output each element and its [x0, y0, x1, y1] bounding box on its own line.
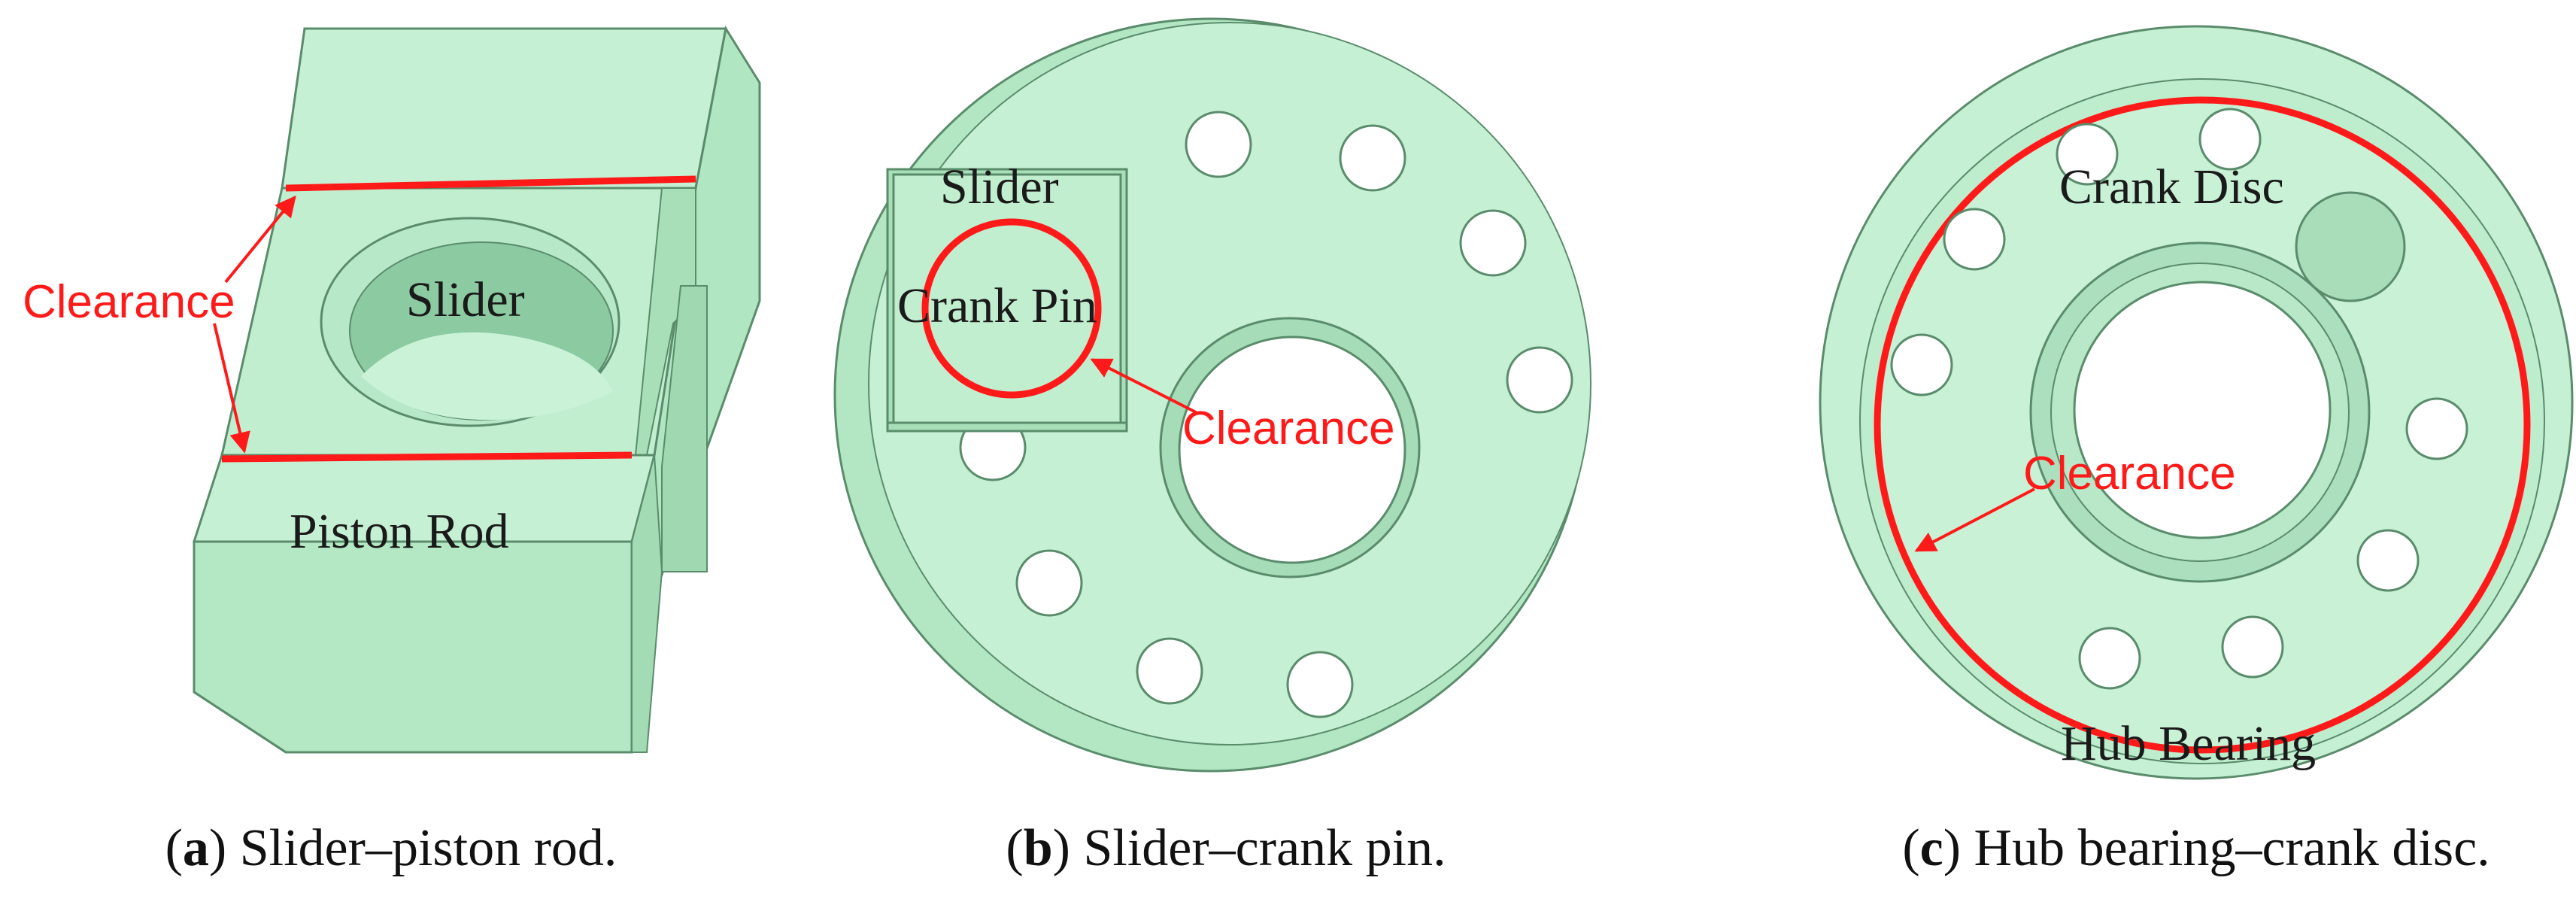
clearance-line-top	[285, 175, 696, 192]
bolt-hole	[2078, 627, 2141, 690]
caption-a-open: (	[165, 819, 183, 877]
caption-b: (b) Slider–crank pin.	[1006, 818, 1446, 879]
caption-b-close: )	[1052, 819, 1070, 877]
clearance-arrow-c	[1914, 487, 2035, 552]
piston-rod-right-lower	[631, 454, 663, 753]
crank-pin-boss	[2295, 191, 2406, 302]
chamfer-edge	[193, 691, 287, 754]
slider-label-b: Slider	[940, 159, 1059, 214]
clearance-line-bottom	[221, 451, 633, 463]
caption-a-close: )	[208, 819, 227, 877]
bolt-hole	[1286, 651, 1354, 718]
bolt-holes-c	[1890, 108, 2468, 690]
bolt-hole	[1185, 111, 1252, 178]
bolt-hole	[1890, 333, 1953, 396]
bolt-hole	[2356, 529, 2420, 592]
bolt-hole	[2056, 123, 2119, 186]
caption-c-letter: c	[1919, 819, 1943, 877]
panel-c: Crank Disc Clearance Hub Bearing	[1819, 25, 2574, 780]
central-bore	[1178, 336, 1406, 564]
clearance-ring-c	[1874, 96, 2531, 754]
inner-bore	[2073, 281, 2332, 539]
piston-rod-top-face	[281, 27, 727, 190]
clearance-arrow-bottom	[213, 323, 250, 454]
piston-rod-front-face	[193, 540, 633, 754]
panel-a: Clearance Slider Piston Rod	[23, 25, 761, 754]
bolt-hole	[1459, 209, 1527, 277]
bolt-hole	[2221, 615, 2284, 679]
caption-b-open: (	[1006, 819, 1024, 877]
bolt-hole	[1943, 208, 2006, 271]
slider-bore-inner-wall	[361, 332, 613, 421]
caption-b-letter: b	[1023, 819, 1053, 877]
bolt-hole	[1506, 346, 1573, 414]
caption-a: (a) Slider–piston rod.	[165, 818, 617, 879]
crank-pin-label: Crank Pin	[897, 278, 1097, 333]
piston-rod-label: Piston Rod	[290, 504, 509, 559]
caption-b-text: Slider–crank pin.	[1070, 819, 1446, 877]
bolt-hole	[1339, 124, 1406, 192]
caption-c: (c) Hub bearing–crank disc.	[1902, 818, 2490, 879]
clearance-arrow-top	[224, 195, 296, 284]
clearance-label-b: Clearance	[1182, 402, 1395, 454]
caption-c-close: )	[1943, 819, 1962, 877]
bolt-hole	[2198, 108, 2262, 171]
crank-pin-clearance-circle	[921, 218, 1102, 399]
crank-disc-label: Crank Disc	[2059, 159, 2284, 214]
bolt-hole	[2405, 397, 2468, 460]
bolt-hole	[1015, 549, 1083, 617]
panel-b: Slider Crank Pin Clearance	[833, 17, 1591, 773]
hub-bearing-label: Hub Bearing	[2061, 716, 2316, 771]
caption-a-letter: a	[182, 819, 209, 877]
caption-a-text: Slider–piston rod.	[226, 819, 617, 877]
caption-c-text: Hub bearing–crank disc.	[1961, 819, 2490, 877]
caption-c-open: (	[1902, 819, 1920, 877]
clearance-label-a: Clearance	[23, 276, 235, 328]
bolt-hole	[1136, 637, 1203, 705]
slider-label-a: Slider	[406, 272, 525, 327]
clearance-arrow-b	[1090, 358, 1197, 414]
piston-rod-slot	[661, 285, 708, 572]
clearance-label-c: Clearance	[2023, 448, 2236, 500]
